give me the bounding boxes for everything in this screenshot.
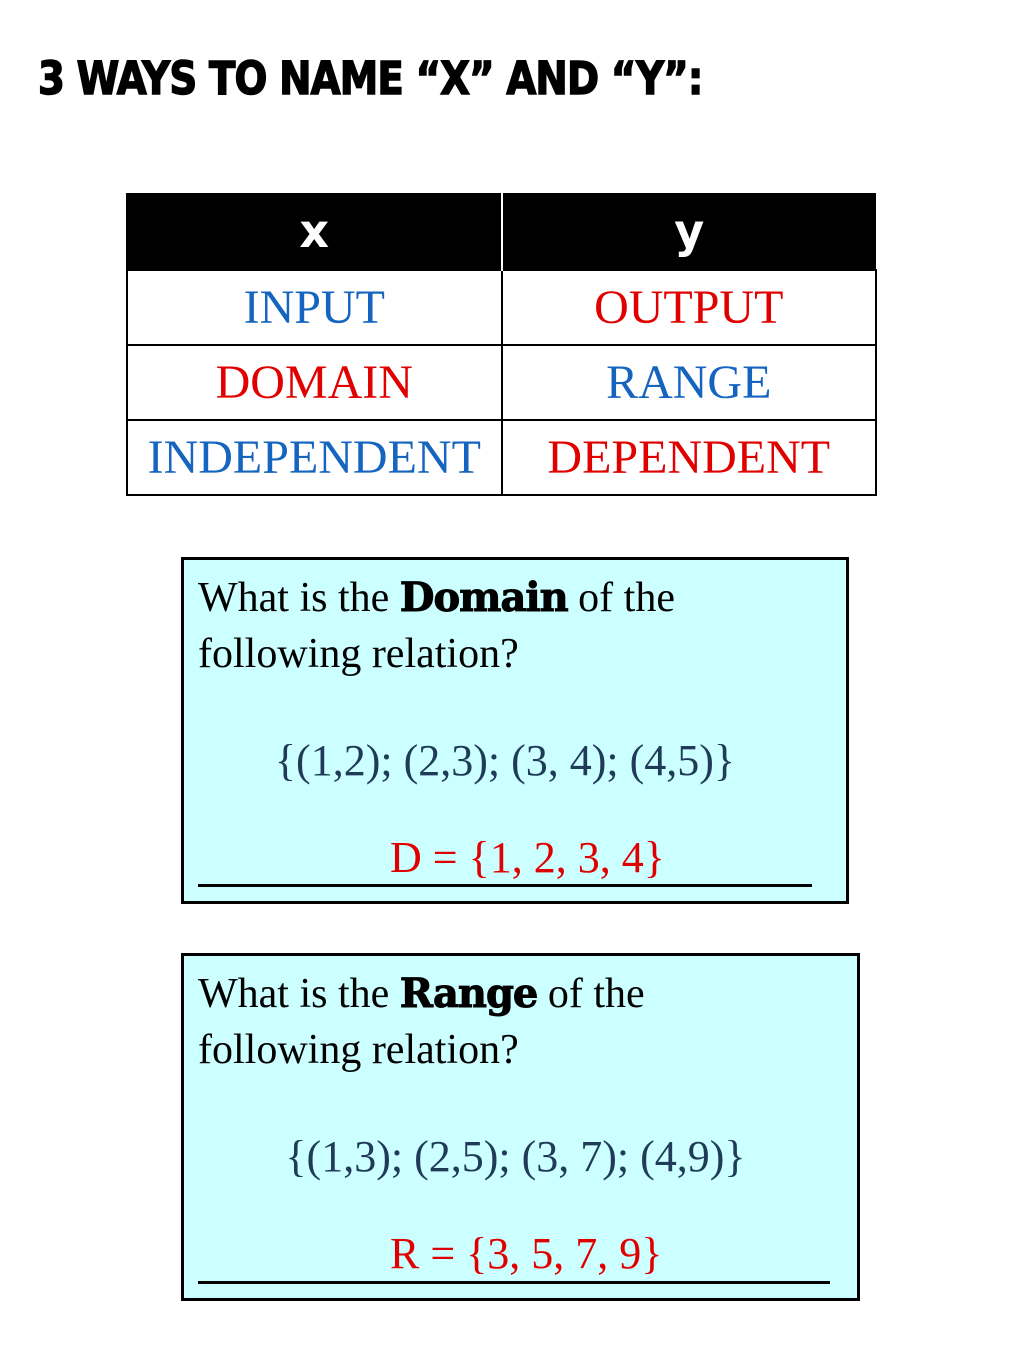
question-prefix: What is the (198, 575, 400, 621)
question-suffix: of the (537, 971, 645, 1017)
domain-answer: D = {1, 2, 3, 4} (390, 833, 665, 882)
cell-domain: DOMAIN (126, 344, 503, 421)
question-emphasis-domain: Domain (399, 574, 569, 622)
domain-question-text: What is the Domain of the following rela… (198, 570, 675, 682)
page-title: 3 Ways to Name “x” and “y”: (37, 51, 704, 106)
cell-independent: INDEPENDENT (126, 419, 503, 496)
table-row: DOMAIN RANGE (126, 344, 877, 421)
header-x: x (126, 193, 502, 270)
cell-output: OUTPUT (500, 269, 877, 346)
question-prefix: What is the (198, 971, 400, 1017)
range-question-text: What is the Range of the following relat… (198, 966, 645, 1078)
domain-question-box: What is the Domain of the following rela… (181, 557, 849, 904)
cell-dependent: DEPENDENT (500, 419, 877, 496)
header-y: y (500, 193, 876, 270)
range-question-box: What is the Range of the following relat… (181, 953, 860, 1301)
table-header-row: x y (126, 193, 876, 270)
relation-set: {(1,2); (2,3); (3, 4); (4,5)} (274, 736, 736, 785)
cell-range: RANGE (500, 344, 877, 421)
table-row: INPUT OUTPUT (126, 269, 877, 346)
question-emphasis-range: Range (399, 970, 539, 1018)
question-line2: following relation? (198, 1027, 519, 1073)
answer-line (198, 1281, 830, 1284)
naming-table: x y INPUT OUTPUT DOMAIN RANGE INDEPENDEN… (126, 193, 877, 496)
table-row: INDEPENDENT DEPENDENT (126, 419, 877, 496)
relation-set: {(1,3); (2,5); (3, 7); (4,9)} (285, 1132, 746, 1181)
question-line2: following relation? (198, 631, 519, 677)
question-suffix: of the (567, 575, 675, 621)
answer-line (198, 884, 812, 887)
cell-input: INPUT (126, 269, 503, 346)
range-answer: R = {3, 5, 7, 9} (390, 1229, 663, 1278)
